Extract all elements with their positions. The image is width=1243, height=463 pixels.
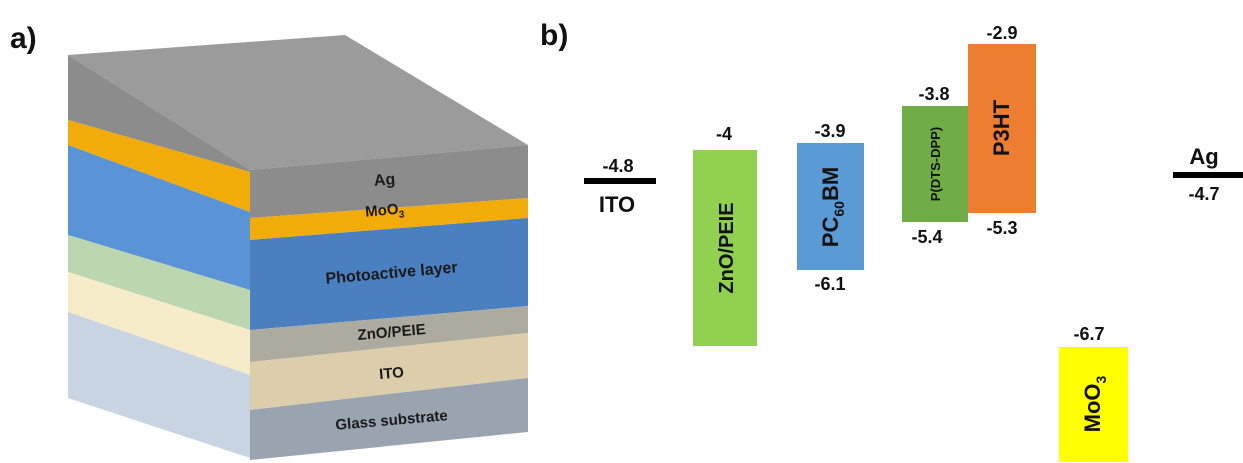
stack-top-face (68, 35, 528, 170)
side-ag-band (68, 55, 250, 172)
front-ito (250, 333, 528, 410)
ag-label: Ag (1189, 144, 1218, 169)
ag-value: -4.7 (1188, 184, 1219, 204)
pdtsdpp-bottom-value: -5.4 (911, 227, 942, 247)
layer-label-znopeie: ZnO/PEIE (357, 321, 427, 344)
front-photoactive (250, 218, 528, 330)
pc60bm-top-value: -3.9 (814, 121, 845, 141)
side-moo3-band (68, 120, 250, 212)
layer-label-ito: ITO (379, 364, 405, 383)
panel-b-label: b) (540, 19, 568, 52)
pdtsdpp-top-value: -3.8 (918, 84, 949, 104)
pc60bm-bottom-value: -6.1 (814, 274, 845, 294)
side-glass-band (68, 312, 250, 458)
moo3-label: MoO3 (1080, 375, 1109, 432)
pdtsdpp-bar (902, 106, 968, 222)
znopeie-bar (693, 150, 757, 346)
ag-level-line (1173, 172, 1243, 178)
energy-level-panel: b) -4.8 ITO -4 ZnO/PEIE -3.9 PC60BM -6.1… (540, 19, 1243, 462)
ito-level-line (584, 178, 656, 184)
layer-label-moo3: MoO3 (364, 200, 405, 223)
p3ht-label: P3HT (989, 99, 1014, 156)
moo3-top-value: -6.7 (1073, 324, 1104, 344)
side-ito-band (68, 272, 250, 375)
front-layers (250, 145, 528, 460)
ito-label: ITO (599, 192, 635, 217)
side-photoactive-band (68, 145, 250, 290)
pdtsdpp-label: P(DTS-DPP) (928, 127, 943, 201)
front-ag (250, 145, 528, 218)
moo3-bar (1059, 347, 1128, 462)
pc60bm-bar (797, 143, 864, 270)
pc60bm-label: PC60BM (818, 167, 847, 247)
side-znopeie-band (68, 235, 250, 330)
p3ht-top-value: -2.9 (986, 23, 1017, 43)
front-glass (250, 378, 528, 460)
front-moo3 (250, 198, 528, 240)
panel-a-label: a) (10, 22, 37, 55)
znopeie-label: ZnO/PEIE (716, 202, 738, 293)
layer-label-ag: Ag (373, 171, 396, 190)
front-znopeie (250, 306, 528, 362)
znopeie-top-value: -4 (716, 124, 732, 144)
p3ht-bar (968, 44, 1036, 213)
device-stack-panel: a) (10, 22, 528, 458)
p3ht-bottom-value: -5.3 (986, 218, 1017, 238)
ito-value: -4.8 (602, 156, 633, 176)
